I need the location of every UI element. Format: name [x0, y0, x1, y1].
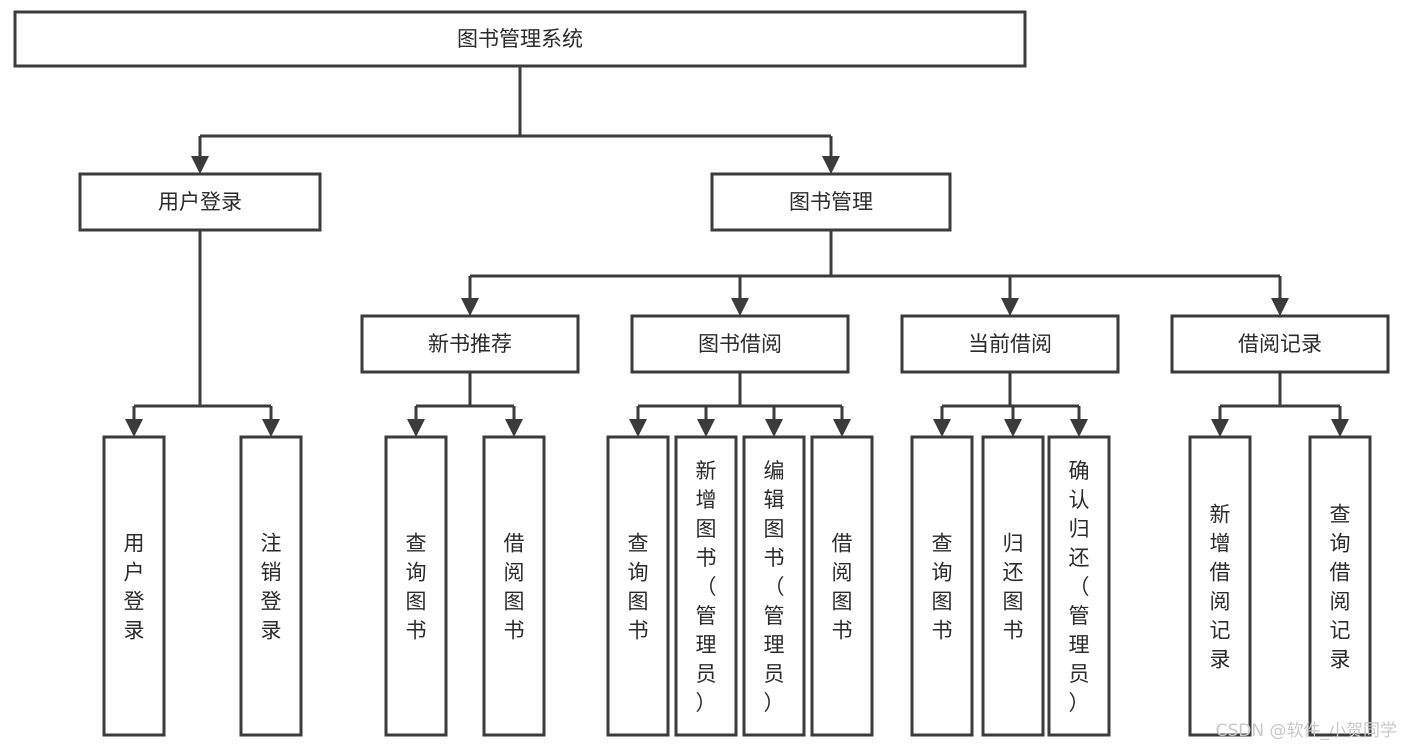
- arrow-head-icon: [505, 419, 523, 437]
- arrow-head-icon: [262, 419, 280, 437]
- node-leaf-query-book-2[interactable]: 查询图书: [606, 435, 670, 737]
- arrow-head-icon: [1070, 419, 1088, 437]
- node-box: [810, 435, 874, 737]
- node-user-login[interactable]: 用户登录: [78, 172, 322, 232]
- node-box: [1047, 435, 1111, 737]
- node-label: 图书管理系统: [457, 27, 583, 51]
- node-label: 编辑图书（管理员）: [764, 459, 785, 715]
- node-leaf-borrow-book-2[interactable]: 借阅图书: [810, 435, 874, 737]
- node-current-borrow[interactable]: 当前借阅: [900, 314, 1120, 374]
- arrow-head-icon: [933, 419, 951, 437]
- arrow-head-icon: [1004, 419, 1022, 437]
- node-box: [710, 172, 952, 232]
- arrow-head-icon: [822, 156, 840, 174]
- arrow-head-icon: [407, 419, 425, 437]
- node-label: 查询借阅记录: [1330, 503, 1351, 672]
- node-box: [1170, 314, 1390, 374]
- node-box: [674, 435, 738, 737]
- arrow-head-icon: [1331, 419, 1349, 437]
- node-box: [1308, 435, 1372, 737]
- node-label: 当前借阅: [968, 332, 1052, 356]
- node-book-manage[interactable]: 图书管理: [710, 172, 952, 232]
- node-box: [78, 172, 322, 232]
- node-leaf-add-book[interactable]: 新增图书（管理员）: [674, 435, 738, 737]
- node-leaf-edit-book[interactable]: 编辑图书（管理员）: [742, 435, 806, 737]
- node-leaf-query-book-3[interactable]: 查询图书: [910, 435, 974, 737]
- node-box: [360, 314, 580, 374]
- node-leaf-borrow-book-1[interactable]: 借阅图书: [482, 435, 546, 737]
- arrow-head-icon: [833, 419, 851, 437]
- node-label: 新增借阅记录: [1210, 503, 1231, 672]
- node-label: 借阅图书: [832, 532, 853, 643]
- node-box: [981, 435, 1045, 737]
- node-label: 图书借阅: [698, 332, 782, 356]
- node-leaf-query-book-1[interactable]: 查询图书: [384, 435, 448, 737]
- arrow-head-icon: [125, 419, 143, 437]
- node-leaf-query-record[interactable]: 查询借阅记录: [1308, 435, 1372, 737]
- arrow-head-icon: [1211, 419, 1229, 437]
- node-box: [1188, 435, 1252, 737]
- connector-layer: [125, 66, 1349, 437]
- node-new-book-recommend[interactable]: 新书推荐: [360, 314, 580, 374]
- node-label: 归还图书: [1003, 532, 1024, 643]
- arrow-head-icon: [1271, 298, 1289, 316]
- node-box: [102, 435, 166, 737]
- node-label: 新书推荐: [428, 332, 512, 356]
- node-label: 查询图书: [628, 532, 649, 643]
- node-box: [606, 435, 670, 737]
- node-box: [630, 314, 850, 374]
- node-leaf-return-book[interactable]: 归还图书: [981, 435, 1045, 737]
- arrow-head-icon: [1001, 298, 1019, 316]
- node-label: 注销登录: [261, 532, 282, 643]
- node-leaf-add-record[interactable]: 新增借阅记录: [1188, 435, 1252, 737]
- arrow-head-icon: [765, 419, 783, 437]
- node-box: [910, 435, 974, 737]
- node-leaf-user-login[interactable]: 用户登录: [102, 435, 166, 737]
- node-leaf-logout[interactable]: 注销登录: [239, 435, 303, 737]
- arrow-head-icon: [461, 298, 479, 316]
- node-label: 用户登录: [124, 532, 145, 643]
- arrow-head-icon: [629, 419, 647, 437]
- node-box: [13, 10, 1027, 68]
- node-box: [482, 435, 546, 737]
- node-layer: 图书管理系统用户登录图书管理新书推荐图书借阅当前借阅借阅记录用户登录注销登录查询…: [13, 10, 1390, 737]
- node-label: 借阅图书: [504, 532, 525, 643]
- arrow-head-icon: [697, 419, 715, 437]
- node-label: 新增图书（管理员）: [696, 459, 717, 715]
- node-box: [742, 435, 806, 737]
- node-label: 借阅记录: [1238, 332, 1322, 356]
- node-label: 确认归还（管理员）: [1069, 459, 1090, 715]
- node-box: [384, 435, 448, 737]
- node-leaf-confirm-return[interactable]: 确认归还（管理员）: [1047, 435, 1111, 737]
- node-borrow-record[interactable]: 借阅记录: [1170, 314, 1390, 374]
- arrow-head-icon: [731, 298, 749, 316]
- node-label: 用户登录: [158, 190, 242, 214]
- node-box: [239, 435, 303, 737]
- node-label: 查询图书: [406, 532, 427, 643]
- node-box: [900, 314, 1120, 374]
- node-label: 查询图书: [932, 532, 953, 643]
- node-book-borrow[interactable]: 图书借阅: [630, 314, 850, 374]
- node-root[interactable]: 图书管理系统: [13, 10, 1027, 68]
- node-label: 图书管理: [789, 190, 873, 214]
- arrow-head-icon: [191, 156, 209, 174]
